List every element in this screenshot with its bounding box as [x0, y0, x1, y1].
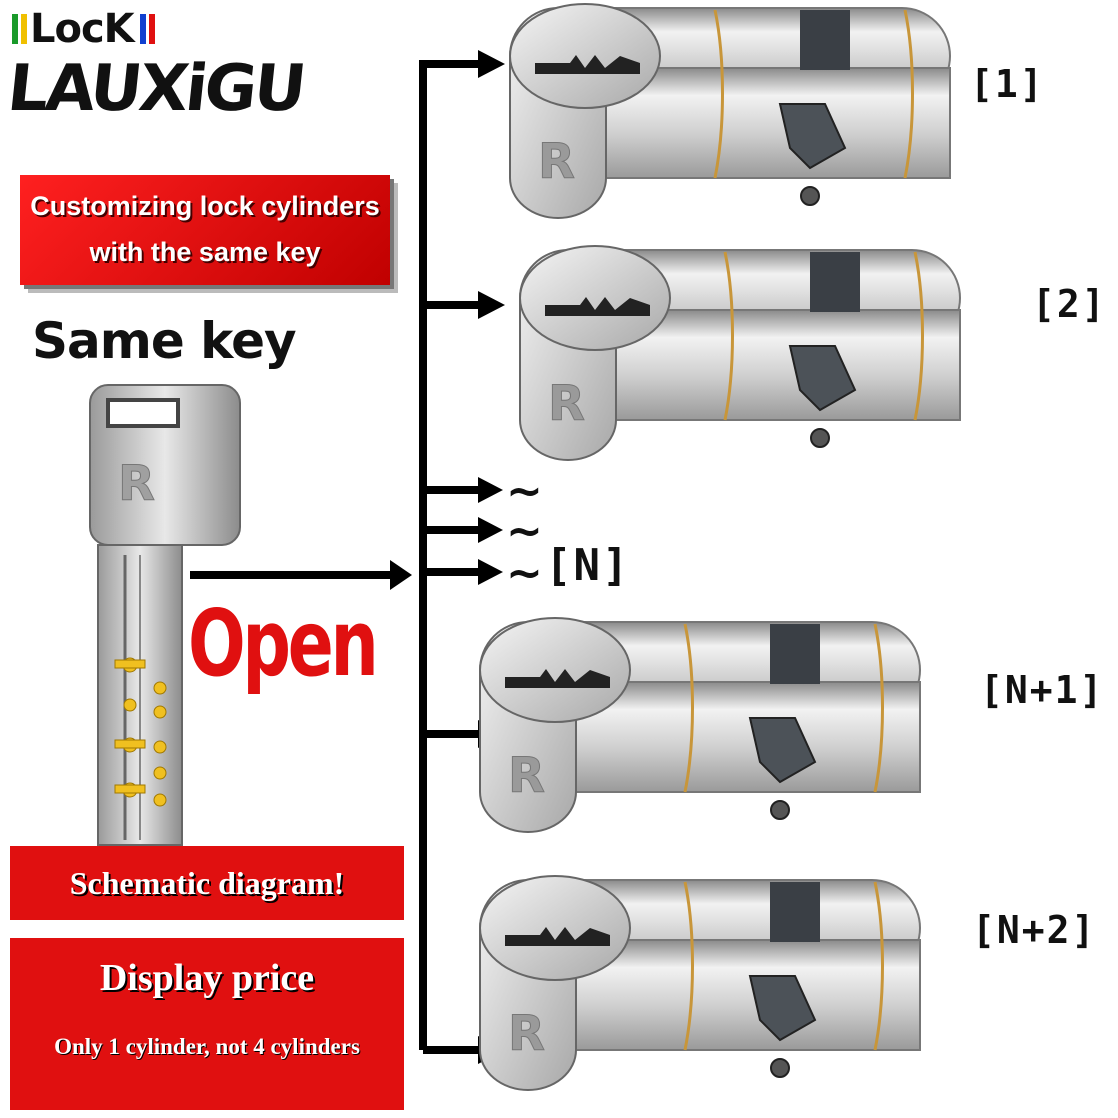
cylinder-label-n2: [N+2]	[972, 908, 1097, 952]
cylinder-label-2: [2]	[1032, 282, 1107, 326]
cylinder-label-1: [1]	[970, 62, 1045, 106]
banner-line-1: Customizing lock cylinders	[30, 191, 380, 221]
display-price-title: Display price	[99, 957, 315, 999]
lock-cylinder-n2	[478, 874, 922, 1092]
cylinder-label-n1: [N+1]	[980, 668, 1105, 712]
brand-logo-top: LocK	[12, 6, 158, 52]
schematic-note: Schematic diagram!	[10, 846, 404, 920]
same-key-heading: Same key	[32, 312, 297, 370]
tilde-mark-2: ~	[506, 506, 543, 557]
open-label: Open	[188, 590, 379, 697]
lock-cylinder-1	[508, 2, 952, 220]
svg-text:R: R	[118, 456, 155, 512]
display-price-note: Only 1 cylinder, not 4 cylinders	[54, 1034, 360, 1059]
display-price-box: Display price Only 1 cylinder, not 4 cyl…	[10, 938, 404, 1110]
lock-cylinder-2	[518, 244, 962, 462]
lock-cylinder-n1	[478, 616, 922, 834]
key-illustration: R	[89, 384, 241, 870]
tilde-mark-1: ~	[506, 466, 543, 517]
cylinder-label-n: [N]	[545, 540, 631, 591]
banner-line-2: with the same key	[89, 237, 321, 267]
customizing-banner: Customizing lock cylinders with the same…	[20, 175, 390, 285]
tilde-mark-3: ~	[506, 548, 543, 599]
